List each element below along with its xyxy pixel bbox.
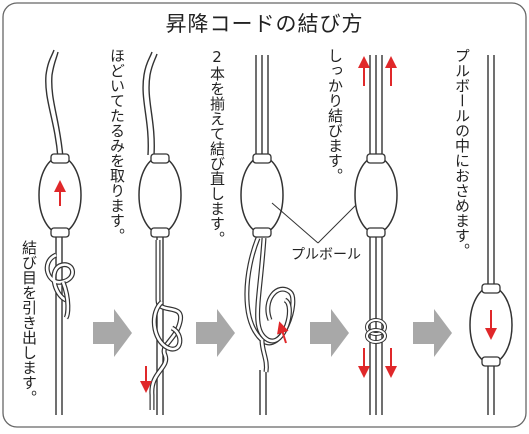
step-4-illustration: [365, 55, 387, 415]
step-3-illustration: [244, 55, 296, 415]
red-arrow-up-small: [277, 321, 289, 344]
step-2-caption: ほどいてたるみを取ります。: [108, 48, 126, 243]
step-arrow-4: [413, 309, 452, 357]
step-4-caption: しっかり結びます。: [326, 48, 344, 183]
step-3-caption: 2本を揃えて結び直します。: [208, 48, 226, 246]
step-5-illustration: [487, 55, 495, 415]
pull-ball-label: プルボール: [291, 247, 361, 263]
page-title: 昇降コードの結び方: [165, 12, 364, 36]
callout-lines: [271, 202, 359, 244]
frame-border: [2, 2, 527, 428]
pull-ball-2: [138, 153, 182, 238]
red-arrows-pull: [358, 56, 397, 378]
step-arrow-3: [310, 309, 349, 357]
step-5-caption: プルボールの中におさめます。: [453, 48, 471, 258]
step-arrow-2: [196, 309, 235, 357]
step-1-illustration: [44, 49, 75, 415]
pull-ball-3: [240, 153, 284, 238]
step-1-caption: 結び目を引き出します。: [20, 240, 38, 405]
pull-ball-4: [354, 153, 398, 238]
step-arrow-1: [93, 309, 132, 357]
step-2-illustration: [142, 51, 184, 415]
